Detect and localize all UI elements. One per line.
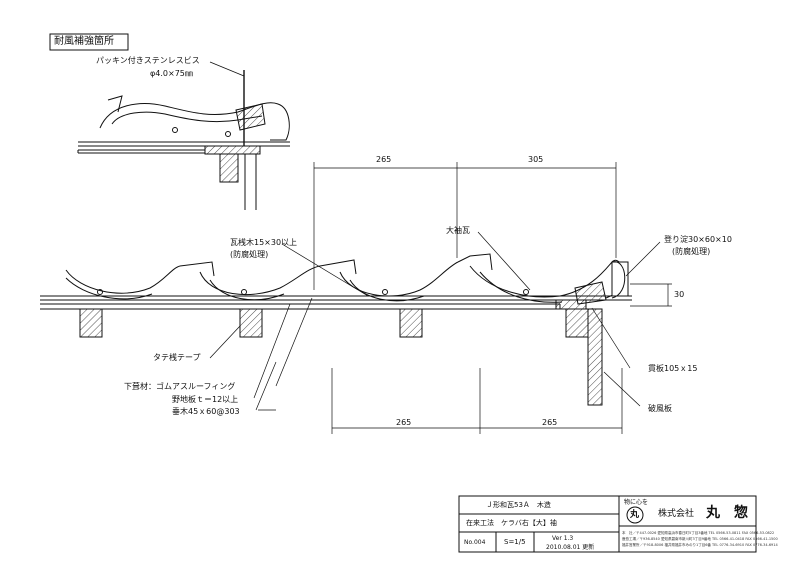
nukiita-label: 貫板105ｘ15 [648, 364, 698, 373]
nobori-note: (防腐処理) [672, 247, 711, 256]
company-name: 丸 惣 [706, 505, 748, 521]
dim-bottom-left: 265 [396, 418, 412, 427]
nobori-label: 登り淀30×60×10 [664, 235, 732, 244]
office-line: 鹿島工場／〒936-8540 愛知県碧南市新川町3丁目9番地 TEL 0566-… [622, 537, 778, 541]
office-line: 福井営業所／〒918-8006 福井県福井市みのり1丁目6番 TEL 0776-… [622, 543, 778, 547]
roof-section [40, 253, 632, 406]
drawing-scale: S=1/5 [504, 538, 526, 546]
tate-tape-label: タテ桟テープ [153, 353, 201, 362]
rafter-label: 垂木45ｘ60@303 [172, 407, 240, 416]
section-title-box [49, 33, 129, 51]
batten-label: 瓦桟木15×30以上 [230, 238, 298, 247]
sode-tile-label: 大袖瓦 [446, 226, 470, 235]
title-block-frame [458, 495, 757, 553]
drawing-number: No.004 [464, 539, 486, 546]
dim-bottom-right: 265 [542, 418, 558, 427]
batten-note: (防腐処理) [230, 250, 269, 259]
company-slogan: 物に心を [624, 499, 649, 506]
screw-size-label: φ4.0×75㎜ [150, 69, 193, 78]
construction-method: 在来工法 ケラバ右【大】袖 [466, 519, 557, 527]
dim-top-left: 265 [376, 155, 392, 164]
hafu-label: 破風板 [648, 404, 672, 413]
company-prefix: 株式会社 [658, 509, 695, 519]
section-title: 耐風補強箇所 [54, 36, 114, 47]
office-line: 本 社／〒447-0026 愛知県高浜市春日町5丁目3番地 TEL 0566-5… [622, 531, 775, 535]
underlay-label: 下葺材：ゴムアスルーフィング [124, 382, 236, 391]
dimension-lines [313, 162, 672, 434]
screw-label: パッキン付きステンレスビス [96, 56, 200, 65]
dim-height: 30 [674, 290, 685, 299]
company-logo: 丸 [630, 510, 640, 520]
leader-lines [209, 231, 661, 411]
dim-top-right: 305 [528, 155, 544, 164]
product-name: Ｊ形和瓦53Ａ 木造 [486, 501, 551, 509]
revision-date: 2010.08.01 更新 [546, 544, 595, 551]
sheathing-label: 野地板ｔ＝12以上 [172, 395, 239, 404]
top-detail [77, 61, 290, 210]
version: Ver 1.3 [552, 535, 574, 542]
